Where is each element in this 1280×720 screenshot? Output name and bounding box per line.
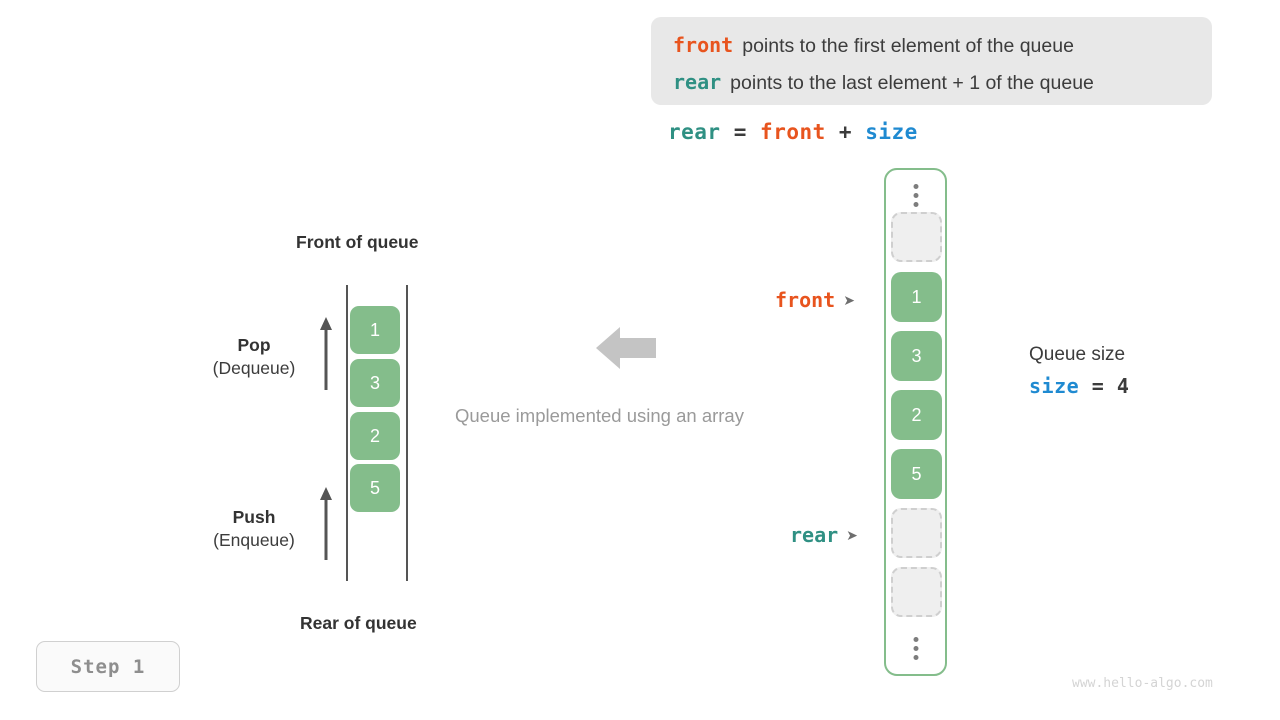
push-operation-label: Push (Enqueue)	[186, 507, 322, 551]
front-of-queue-label: Front of queue	[296, 232, 419, 252]
formula-equals: =	[733, 120, 747, 144]
queue-rail-right	[406, 285, 408, 581]
array-slot-empty	[891, 508, 942, 558]
pop-subtitle: (Dequeue)	[212, 358, 296, 378]
formula-size: size	[865, 120, 918, 144]
queue-cell: 5	[350, 464, 400, 512]
front-description: points to the first element of the queue	[742, 35, 1074, 57]
pointer-arrow-icon: ➤	[843, 292, 855, 308]
array-container: 1 3 2 5	[884, 168, 947, 676]
rear-keyword: rear	[673, 70, 722, 94]
array-slot-filled: 1	[891, 272, 942, 322]
pop-operation-label: Pop (Dequeue)	[186, 335, 322, 379]
array-slot-filled: 5	[891, 449, 942, 499]
banner-line-front: front points to the first element of the …	[673, 27, 1190, 64]
implementation-caption: Queue implemented using an array	[455, 405, 744, 426]
rear-pointer: rear ➤	[790, 523, 858, 547]
queue-size-expression: size = 4	[1029, 374, 1129, 398]
push-arrow-icon	[320, 487, 332, 560]
push-subtitle: (Enqueue)	[213, 530, 295, 550]
size-value: 4	[1116, 374, 1130, 398]
banner-line-rear: rear points to the last element + 1 of th…	[673, 64, 1190, 101]
step-badge: Step 1	[36, 641, 180, 692]
size-keyword: size	[1029, 374, 1080, 398]
formula-plus: +	[838, 120, 853, 144]
queue-cell: 3	[350, 359, 400, 407]
rear-of-queue-label: Rear of queue	[300, 613, 417, 633]
array-slot-filled: 3	[891, 331, 942, 381]
left-arrow-icon	[596, 327, 656, 369]
array-slot-empty	[891, 212, 942, 262]
queue-cell: 1	[350, 306, 400, 354]
push-title: Push	[232, 507, 276, 527]
rear-formula: rear = front + size	[668, 120, 918, 144]
rear-pointer-label: rear	[790, 523, 839, 547]
size-equals: =	[1091, 374, 1105, 398]
array-slot-empty	[891, 567, 942, 617]
ellipsis-bottom-icon	[913, 637, 918, 660]
queue-size-title: Queue size	[1029, 344, 1126, 365]
array-slot-filled: 2	[891, 390, 942, 440]
queue-cell: 2	[350, 412, 400, 460]
front-pointer-label: front	[775, 288, 836, 312]
queue-size-note: Queue size size = 4	[1029, 344, 1129, 398]
front-pointer: front ➤	[775, 288, 855, 312]
watermark: www.hello-algo.com	[1072, 676, 1213, 691]
info-banner: front points to the first element of the …	[651, 17, 1212, 105]
queue-rail-left	[346, 285, 348, 581]
front-keyword: front	[673, 33, 734, 57]
formula-front: front	[760, 120, 826, 144]
pop-arrow-icon	[320, 317, 332, 390]
rear-description: points to the last element + 1 of the qu…	[730, 72, 1094, 94]
formula-lhs: rear	[668, 120, 721, 144]
ellipsis-top-icon	[913, 184, 918, 207]
pointer-arrow-icon: ➤	[846, 527, 858, 543]
pop-title: Pop	[237, 335, 271, 355]
